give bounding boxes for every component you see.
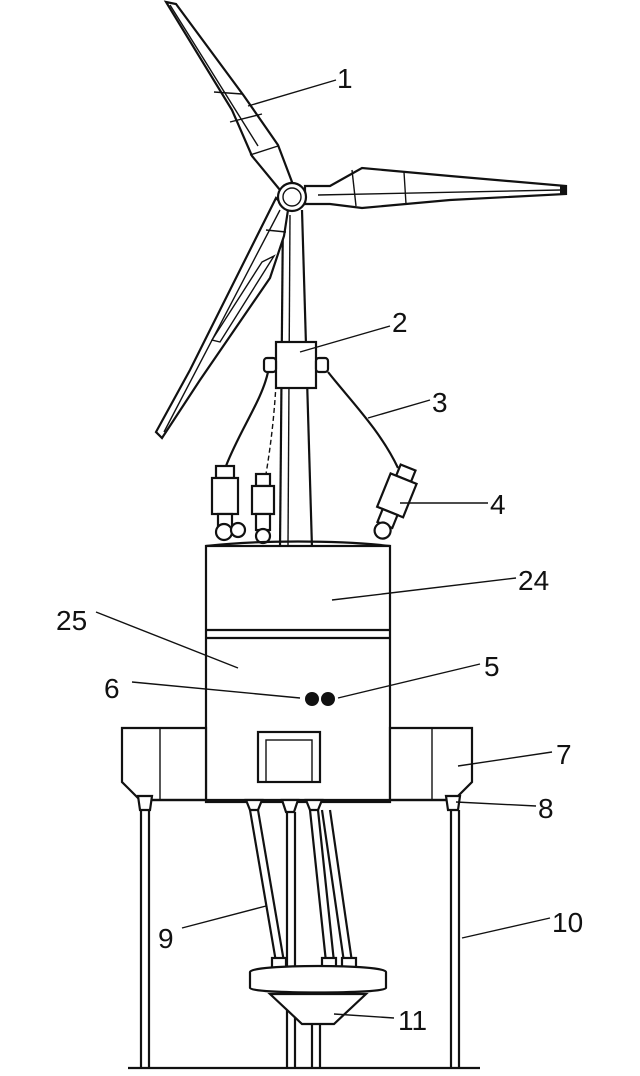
label-10: 10 (552, 907, 583, 938)
fairleads (136, 794, 462, 814)
label-24: 24 (518, 565, 549, 596)
counterweight (248, 956, 388, 1026)
tower-collar (262, 340, 330, 390)
label-2: 2 (392, 307, 408, 338)
tensioner-middle (250, 472, 276, 545)
label-4: 4 (490, 489, 506, 520)
blade-right (303, 166, 568, 210)
tension-legs (248, 809, 354, 963)
label-9: 9 (158, 923, 174, 954)
label-7: 7 (556, 739, 572, 770)
stay-cables (224, 371, 399, 475)
hole-left (305, 692, 319, 706)
blade-upper (163, 0, 294, 192)
leader-lines (95, 79, 553, 1019)
blade-lower (154, 196, 290, 440)
label-11: 11 (398, 1005, 427, 1036)
pontoon-deck (120, 726, 474, 802)
mooring-lines (139, 810, 461, 1068)
hole-right (321, 692, 335, 706)
label-5: 5 (484, 651, 500, 682)
label-25: 25 (56, 605, 87, 636)
label-3: 3 (432, 387, 448, 418)
tensioners (210, 463, 419, 545)
hub (276, 181, 308, 213)
label-8: 8 (538, 793, 554, 824)
tensioner-left (210, 464, 247, 542)
callout-labels: 1 2 3 4 24 25 5 6 7 8 9 10 11 (56, 63, 583, 1036)
label-1: 1 (337, 63, 353, 94)
tensioner-right (373, 463, 419, 540)
label-6: 6 (104, 673, 120, 704)
rotor-blades (154, 0, 568, 440)
